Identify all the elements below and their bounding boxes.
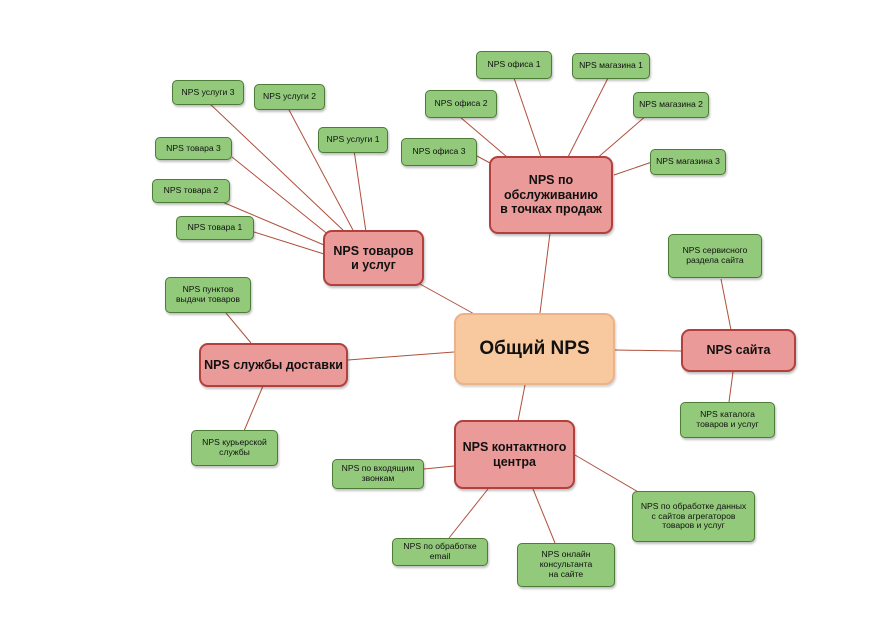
branch-services[interactable]: NPS товаров и услуг xyxy=(323,230,424,286)
leaf-label: NPS офиса 1 xyxy=(487,59,541,70)
leaf-node[interactable]: NPS сервисного раздела сайта xyxy=(668,234,762,278)
connector xyxy=(613,161,653,176)
leaf-label: NPS пунктов выдачи товаров xyxy=(175,284,240,304)
connector xyxy=(614,349,682,352)
leaf-label: NPS магазина 1 xyxy=(579,60,643,71)
branch-label: NPS контактного центра xyxy=(462,440,567,469)
leaf-node[interactable]: NPS офиса 2 xyxy=(425,90,497,118)
leaf-label: NPS товара 1 xyxy=(187,222,243,233)
leaf-node[interactable]: NPS пунктов выдачи товаров xyxy=(165,277,251,313)
leaf-label: NPS товара 3 xyxy=(166,142,221,153)
leaf-label: NPS услуги 1 xyxy=(326,134,380,145)
branch-label: NPS по обслуживанию в точках продаж xyxy=(500,173,602,217)
root-node[interactable]: Общий NPS xyxy=(454,313,615,385)
connector xyxy=(513,77,542,158)
leaf-label: NPS по входящим звонкам xyxy=(341,463,415,483)
leaf-node[interactable]: NPS по обработке данных с сайтов агрегат… xyxy=(632,491,755,542)
leaf-node[interactable]: NPS магазина 3 xyxy=(650,149,726,175)
root-label: Общий NPS xyxy=(479,338,590,360)
connector xyxy=(253,231,325,255)
leaf-node[interactable]: NPS каталога товаров и услуг xyxy=(680,402,775,438)
connector xyxy=(567,77,609,158)
branch-label: NPS товаров и услуг xyxy=(333,243,414,272)
leaf-node[interactable]: NPS услуги 1 xyxy=(318,127,388,153)
leaf-node[interactable]: NPS магазина 2 xyxy=(633,92,709,118)
connector xyxy=(459,116,508,158)
connector xyxy=(539,232,551,314)
connector xyxy=(476,155,491,164)
leaf-node[interactable]: NPS офиса 3 xyxy=(401,138,477,166)
leaf-node[interactable]: NPS по входящим звонкам xyxy=(332,459,424,489)
connector xyxy=(347,351,455,361)
leaf-label: NPS по обработке email xyxy=(403,541,477,561)
branch-stores[interactable]: NPS по обслуживанию в точках продаж xyxy=(489,156,613,234)
branch-label: NPS службы доставки xyxy=(204,357,343,372)
leaf-node[interactable]: NPS товара 1 xyxy=(176,216,254,240)
connector xyxy=(728,371,734,403)
leaf-node[interactable]: NPS услуги 2 xyxy=(254,84,325,110)
leaf-label: NPS товара 2 xyxy=(163,185,219,196)
connector xyxy=(231,156,331,237)
leaf-node[interactable]: NPS офиса 1 xyxy=(476,51,552,79)
leaf-label: NPS офиса 2 xyxy=(434,98,488,109)
connector xyxy=(594,114,648,161)
branch-delivery[interactable]: NPS службы доставки xyxy=(199,343,348,387)
leaf-node[interactable]: NPS онлайн консультанта на сайте xyxy=(517,543,615,587)
connector xyxy=(225,312,252,344)
connector xyxy=(574,454,641,494)
connector xyxy=(532,488,556,544)
connector xyxy=(287,107,355,233)
leaf-label: NPS услуги 2 xyxy=(263,91,316,102)
leaf-node[interactable]: NPS товара 3 xyxy=(155,137,232,160)
branch-contact[interactable]: NPS контактного центра xyxy=(454,420,575,489)
leaf-node[interactable]: NPS по обработке email xyxy=(392,538,488,566)
leaf-label: NPS магазина 3 xyxy=(656,156,720,167)
connector xyxy=(243,385,264,432)
leaf-label: NPS курьерской службы xyxy=(202,437,267,457)
leaf-label: NPS сервисного раздела сайта xyxy=(682,245,748,265)
leaf-label: NPS онлайн консультанта на сайте xyxy=(539,549,593,579)
branch-label: NPS сайта xyxy=(706,343,771,358)
leaf-label: NPS магазина 2 xyxy=(639,99,703,110)
connector xyxy=(720,278,732,331)
leaf-node[interactable]: NPS курьерской службы xyxy=(191,430,278,466)
leaf-node[interactable]: NPS услуги 3 xyxy=(172,80,244,105)
leaf-label: NPS каталога товаров и услуг xyxy=(696,409,759,429)
connector xyxy=(353,149,367,233)
connector xyxy=(208,102,346,233)
connector xyxy=(423,465,455,470)
connector xyxy=(517,384,526,422)
connector xyxy=(448,488,489,539)
leaf-label: NPS офиса 3 xyxy=(412,146,466,157)
leaf-label: NPS услуги 3 xyxy=(181,86,235,97)
leaf-label: NPS по обработке данных с сайтов агрегат… xyxy=(640,500,747,531)
branch-site[interactable]: NPS сайта xyxy=(681,329,796,372)
leaf-node[interactable]: NPS товара 2 xyxy=(152,179,230,203)
connector xyxy=(419,283,477,316)
leaf-node[interactable]: NPS магазина 1 xyxy=(572,53,650,79)
